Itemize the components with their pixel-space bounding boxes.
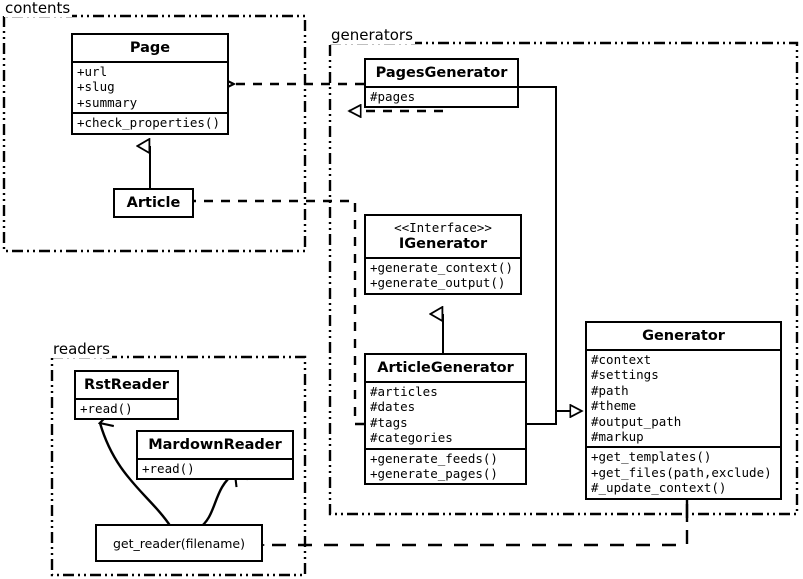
attribute: +slug xyxy=(77,79,115,95)
attribute: #markup xyxy=(591,429,644,445)
class-operations-generator: +get_templates() +get_files(path,exclude… xyxy=(587,446,780,497)
attribute: #dates xyxy=(370,399,416,415)
class-attributes-pagesgenerator: #pages xyxy=(366,86,517,106)
attribute: #articles xyxy=(370,384,438,399)
function-box-get-reader[interactable]: get_reader(filename) xyxy=(95,524,263,562)
class-name-article: Article xyxy=(126,195,181,211)
class-box-articlegenerator[interactable]: ArticleGenerator #articles #dates #tags … xyxy=(364,353,527,486)
package-label-readers: readers xyxy=(52,340,112,358)
package-label-generators: generators xyxy=(330,26,415,44)
class-operations-igenerator: +generate_context() +generate_output() xyxy=(366,257,520,293)
class-operations-mardownreader: +read() xyxy=(138,458,292,478)
class-operations-page: +check_properties() xyxy=(73,112,227,132)
attribute: #pages xyxy=(370,89,416,104)
package-frame-generators xyxy=(328,41,799,516)
function-label-get-reader: get_reader(filename) xyxy=(113,535,245,551)
package-frame-contents xyxy=(2,14,307,253)
class-attributes-articlegenerator: #articles #dates #tags #categories xyxy=(366,381,525,448)
package-label-contents: contents xyxy=(4,0,73,17)
class-name-pagesgenerator: PagesGenerator xyxy=(375,65,508,81)
attribute: +url xyxy=(77,64,108,79)
class-operations-rstreader: +read() xyxy=(76,398,177,418)
attribute: #path xyxy=(591,382,629,398)
class-stereotype-igenerator: <<Interface>> xyxy=(394,220,492,235)
operation: +generate_pages() xyxy=(370,466,498,482)
class-name-rstreader: RstReader xyxy=(84,377,169,393)
class-operations-articlegenerator: +generate_feeds() +generate_pages() xyxy=(366,447,525,484)
class-name-articlegenerator: ArticleGenerator xyxy=(377,360,514,376)
class-box-pagesgenerator[interactable]: PagesGenerator #pages xyxy=(364,58,519,109)
operation: +read() xyxy=(80,401,133,416)
operation: +check_properties() xyxy=(77,115,220,131)
attribute: #tags xyxy=(370,414,408,430)
class-box-mardownreader[interactable]: MardownReader +read() xyxy=(136,430,294,481)
edge-articlegenerator-generator xyxy=(527,411,557,425)
attribute: +summary xyxy=(77,94,138,110)
class-box-page[interactable]: Page +url +slug +summary +check_properti… xyxy=(71,33,229,135)
attribute: #context xyxy=(591,352,652,367)
class-box-igenerator[interactable]: <<Interface>> IGenerator +generate_conte… xyxy=(364,214,522,295)
edge-pagesgenerator-generator xyxy=(519,86,557,411)
operation: +read() xyxy=(142,461,195,476)
operation: +generate_feeds() xyxy=(370,450,498,466)
edge-getreader-mardownreader xyxy=(197,473,235,531)
class-name-igenerator: IGenerator xyxy=(398,236,488,252)
operation: +generate_output() xyxy=(370,275,506,291)
edge-getreader-rstreader xyxy=(100,423,173,528)
operation: +get_templates() xyxy=(591,449,712,465)
class-name-mardownreader: MardownReader xyxy=(148,437,282,453)
class-name-page: Page xyxy=(129,40,171,56)
package-frame-readers xyxy=(50,355,307,577)
class-box-generator[interactable]: Generator #context #settings #path #them… xyxy=(585,321,782,500)
operation: #_update_context() xyxy=(591,480,727,496)
operation: +generate_context() xyxy=(370,260,513,275)
attribute: #settings xyxy=(591,367,659,383)
attribute: #categories xyxy=(370,430,453,446)
operation: +get_files(path,exclude) xyxy=(591,464,772,480)
class-attributes-page: +url +slug +summary xyxy=(73,61,227,112)
class-box-article[interactable]: Article xyxy=(113,188,194,218)
class-name-generator: Generator xyxy=(642,328,725,344)
attribute: #theme xyxy=(591,398,637,414)
attribute: #output_path xyxy=(591,413,682,429)
class-attributes-generator: #context #settings #path #theme #output_… xyxy=(587,349,780,446)
edge-generator-getreader xyxy=(263,504,689,545)
edge-articlegenerator-article xyxy=(194,201,364,426)
class-box-rstreader[interactable]: RstReader +read() xyxy=(74,370,179,421)
